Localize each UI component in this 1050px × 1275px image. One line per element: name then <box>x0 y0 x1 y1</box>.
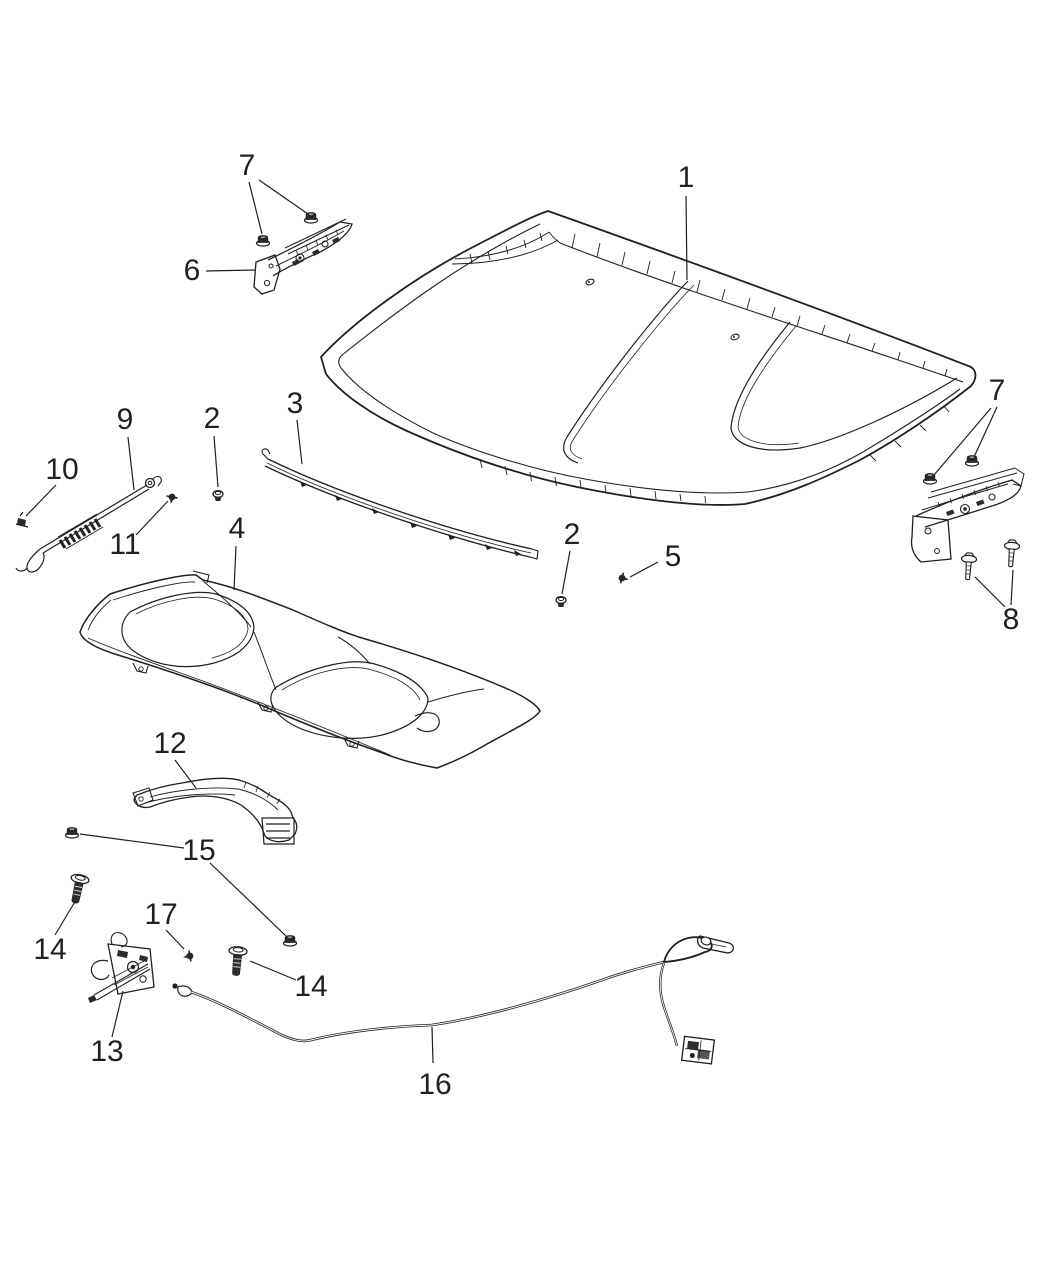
latch-bolt <box>226 945 248 977</box>
rod-spring-coil <box>57 513 104 550</box>
hood-seal-strip <box>261 448 539 560</box>
hinge-bolt <box>1002 538 1021 568</box>
leader-lines <box>25 179 1014 1064</box>
callout-16: 16 <box>418 1068 452 1101</box>
hood-insulator-pad <box>79 570 541 769</box>
latch-bolt <box>65 872 91 906</box>
callout-9: 9 <box>116 403 134 436</box>
callout-4: 4 <box>228 512 246 545</box>
callout-15: 15 <box>182 834 216 867</box>
hood-panel <box>319 210 977 506</box>
callout-11: 11 <box>109 528 141 561</box>
hinge-nut <box>255 234 271 247</box>
latch-support-bracket <box>132 777 298 845</box>
rod-clip <box>15 511 29 528</box>
hinge-nut <box>303 211 319 224</box>
bracket-nut <box>282 934 298 947</box>
latch-clip <box>181 949 196 964</box>
callout-1: 1 <box>677 161 695 194</box>
callout-7: 7 <box>988 374 1006 407</box>
washer-nozzle-icon <box>585 278 740 341</box>
seal-bolt <box>555 595 567 608</box>
callout-12: 12 <box>153 727 187 760</box>
callout-6: 6 <box>183 254 201 287</box>
bracket-nut <box>64 826 80 839</box>
hinge-nut <box>964 454 980 467</box>
hood-release-cable <box>172 935 735 1065</box>
callout-17: 17 <box>144 898 178 931</box>
callout-5: 5 <box>664 540 682 573</box>
hood-hinge-right <box>910 467 1025 563</box>
callout-2: 2 <box>563 518 581 551</box>
pad-clip <box>616 571 631 586</box>
callout-10: 10 <box>45 453 79 486</box>
callout-14: 14 <box>33 933 67 966</box>
hood-prop-rod <box>15 475 162 573</box>
callout-2: 2 <box>203 402 221 435</box>
cable-latch-fitting <box>680 1035 716 1065</box>
rod-retainer-clip <box>164 491 179 506</box>
seal-bolt <box>212 489 224 502</box>
hood-hinge-left <box>253 218 353 295</box>
release-handle <box>696 935 735 954</box>
hood-latch <box>88 932 155 1003</box>
callout-3: 3 <box>286 387 304 420</box>
callout-14: 14 <box>294 970 328 1003</box>
callout-7: 7 <box>238 149 256 182</box>
hinge-bolt <box>959 551 978 581</box>
callout-8: 8 <box>1002 603 1020 636</box>
callout-13: 13 <box>90 1035 124 1068</box>
